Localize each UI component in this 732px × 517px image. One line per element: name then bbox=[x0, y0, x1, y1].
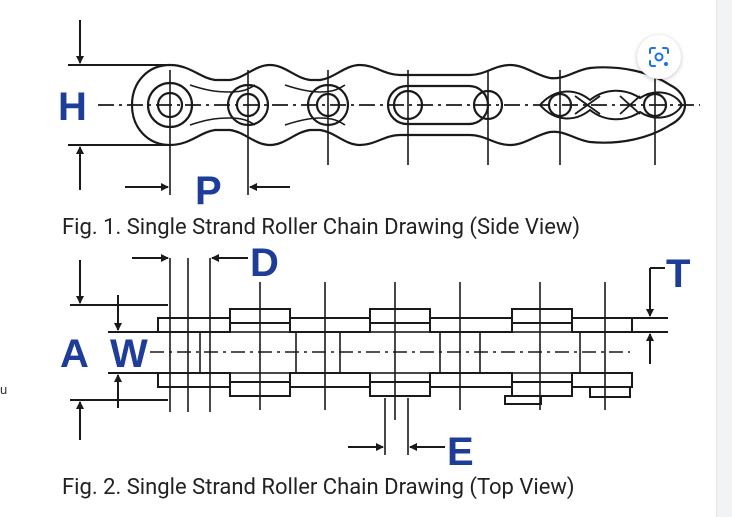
chain-diagram: H P Fig. 1. Single Strand Roller Chain D… bbox=[58, 20, 700, 500]
chain-outline bbox=[130, 63, 686, 147]
caption-top-view: Fig. 2. Single Strand Roller Chain Drawi… bbox=[62, 475, 575, 500]
label-p: P bbox=[195, 169, 222, 213]
label-t: T bbox=[666, 252, 690, 296]
label-h: H bbox=[58, 85, 87, 129]
lens-icon bbox=[649, 47, 669, 67]
stray-text: u bbox=[0, 382, 8, 397]
label-a: A bbox=[60, 332, 89, 376]
t-dimension bbox=[632, 267, 668, 364]
label-d: D bbox=[250, 241, 279, 285]
figure-panel bbox=[0, 0, 716, 517]
caption-side-view: Fig. 1. Single Strand Roller Chain Drawi… bbox=[62, 215, 580, 240]
page-edge bbox=[716, 0, 732, 517]
w-dimension bbox=[108, 295, 200, 408]
h-dimension bbox=[68, 20, 168, 190]
label-e: E bbox=[447, 430, 474, 474]
lens-button[interactable] bbox=[637, 35, 681, 79]
label-w: W bbox=[110, 332, 148, 376]
